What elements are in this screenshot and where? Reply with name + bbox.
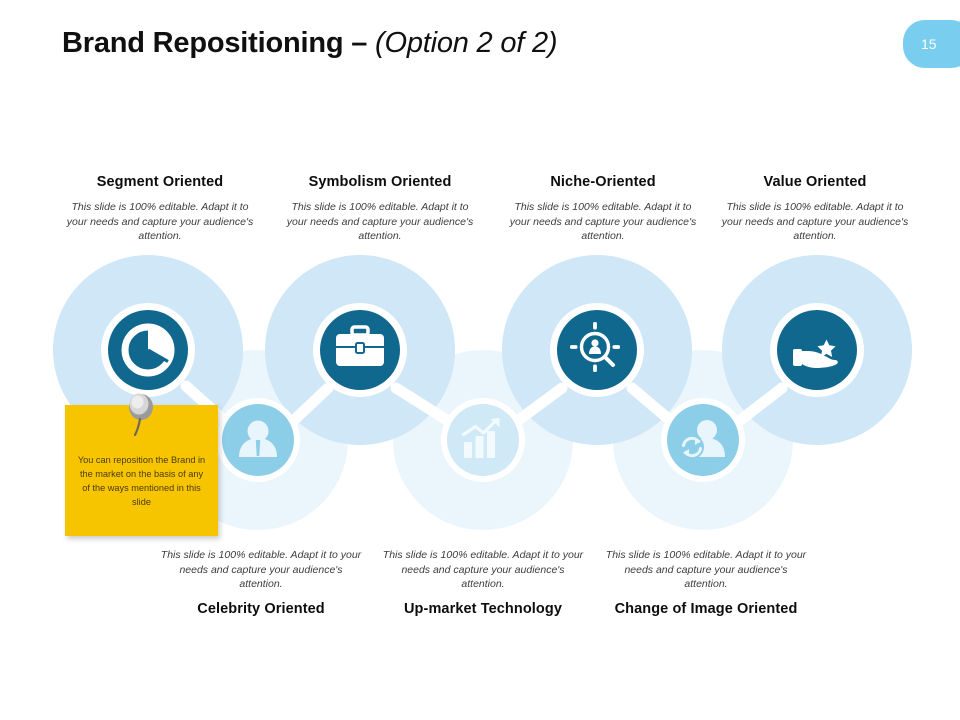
bottom-item-celebrity-oriented: This slide is 100% editable. Adapt it to… [150,548,372,619]
top-item-body: This slide is 100% editable. Adapt it to… [509,201,697,242]
top-item-niche-oriented: Niche-Oriented This slide is 100% editab… [500,172,706,244]
sticky-note-text: You can reposition the Brand in the mark… [77,455,206,507]
connector-lines [180,380,788,428]
page-title-main: Brand Repositioning – [62,27,375,59]
page-title-option: (Option 2 of 2) [375,27,558,59]
top-item-body: This slide is 100% editable. Adapt it to… [286,201,474,242]
top-item-segment-oriented: Segment Oriented This slide is 100% edit… [57,172,263,244]
bottom-item-heading: Change of Image Oriented [614,600,798,617]
lower-icon-businessperson [216,398,300,482]
lower-icon-person-refresh [661,398,745,482]
page-title: Brand Repositioning – (Option 2 of 2) [62,24,558,62]
bottom-item-heading: Up-market Technology [403,600,563,617]
refresh-arrows-glyph [680,435,704,459]
sticky-note: You can reposition the Brand in the mark… [65,393,218,536]
top-icon-briefcase [313,303,407,397]
top-item-heading: Niche-Oriented [550,174,656,190]
lower-icon-growth-chart [441,398,525,482]
top-item-body: This slide is 100% editable. Adapt it to… [721,201,909,242]
top-item-value-oriented: Value Oriented This slide is 100% editab… [712,172,918,244]
bottom-item-up-market-technology: This slide is 100% editable. Adapt it to… [372,548,594,619]
pushpin-icon [129,393,153,437]
slide-number-value: 15 [921,36,937,52]
slide-number-badge: 15 [903,20,960,68]
top-icon-pie-chart [101,303,195,397]
bottom-item-change-of-image-oriented: This slide is 100% editable. Adapt it to… [595,548,817,619]
top-icon-target-person-search [550,303,644,397]
top-item-heading: Symbolism Oriented [308,174,452,190]
bottom-item-body: This slide is 100% editable. Adapt it to… [160,549,362,590]
top-item-heading: Segment Oriented [96,174,224,190]
top-icon-hand-star [770,303,864,397]
bottom-item-body: This slide is 100% editable. Adapt it to… [605,549,807,590]
top-item-symbolism-oriented: Symbolism Oriented This slide is 100% ed… [277,172,483,244]
bottom-item-body: This slide is 100% editable. Adapt it to… [382,549,584,590]
top-item-body: This slide is 100% editable. Adapt it to… [66,201,254,242]
bottom-item-heading: Celebrity Oriented [197,600,325,617]
slide-header: Brand Repositioning – (Option 2 of 2) 15 [0,0,960,92]
process-diagram [0,250,960,550]
top-item-heading: Value Oriented [763,174,867,190]
